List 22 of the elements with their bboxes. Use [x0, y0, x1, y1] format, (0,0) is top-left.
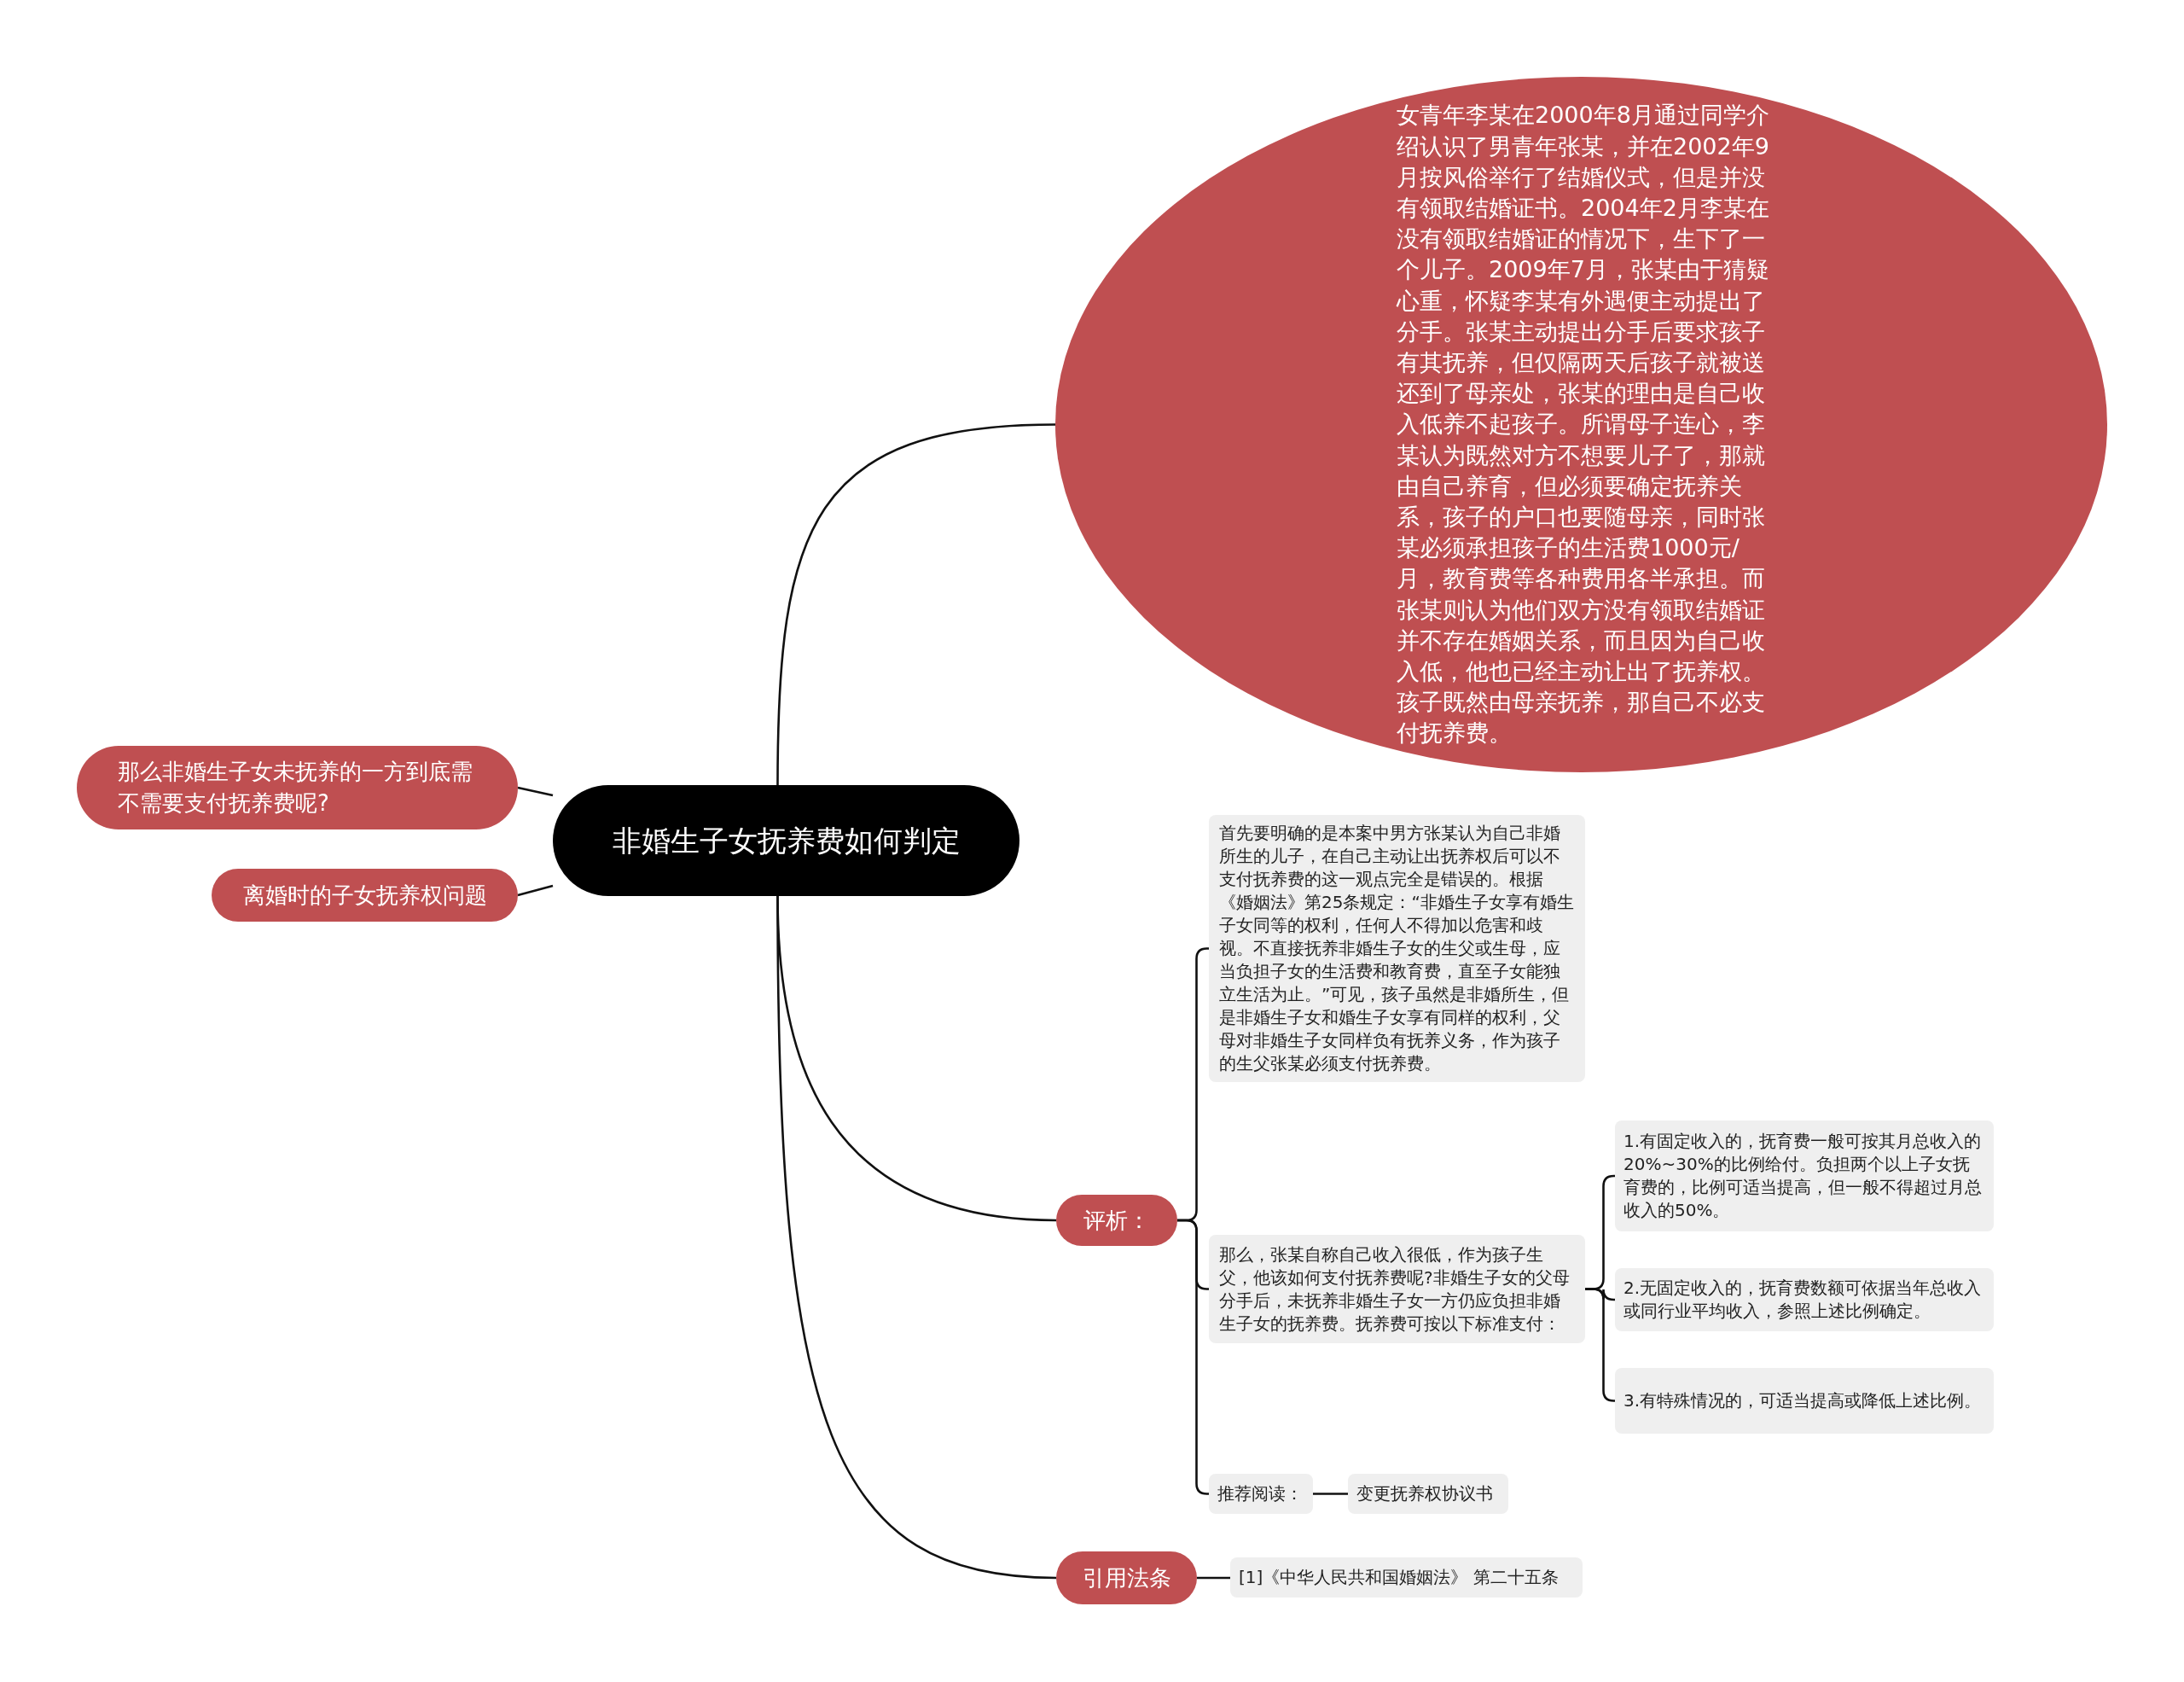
text-box: [1]《中华人民共和国婚姻法》 第二十五条 — [1230, 1557, 1583, 1598]
connector-line — [776, 896, 1057, 1580]
text-box: 那么，张某自称自己收入很低，作为孩子生父，他该如何支付抚养费呢?非婚生子女的父母分手后，未抚养非婚生子女一方仍应负担非婚生子女的抚养费。抚养费可按以下标准支付： — [1209, 1235, 1585, 1343]
topic-box: 那么非婚生子女未抚养的一方到底需不需要支付抚养费呢? — [77, 746, 518, 829]
text-box: 首先要明确的是本案中男方张某认为自己非婚所生的儿子，在自己主动让出抚养权后可以不支付抚养费的这一观点完全是错误的。根据《婚姻法》第25条规定：“非婚生子女享有婚生子女同等的权利，任何人不得加以危害和歧视。不直接抚养非婚生子女的生父或生母，应当负担子女的生活费和教育费，直至子女能独立生活为止。”可见，孩子虽然是非婚所生，但是非婚生子女和婚生子女享有同样的权利，父母对非婚生子女同样负有抚养义务，作为孩子的生父张某必须支付抚养费。 — [1209, 815, 1585, 1082]
text-box: 变更抚养权协议书 — [1348, 1474, 1508, 1514]
connector-line — [517, 884, 554, 897]
connector-line — [1585, 1288, 1616, 1402]
topic-box: 评析： — [1056, 1195, 1177, 1246]
topic-ellipse: 女青年李某在2000年8月通过同学介绍认识了男青年张某，并在2002年9月按风俗举行了结婚仪式，但是并没有领取结婚证书。2004年2月李某在没有领取结婚证的情况下，生下了一个儿子。2009年7月，张某由于猜疑心重，怀疑李某有外遇便主动提出了分手。张某主动提出分手后要求孩子有其抚养，但仅隔两天后孩子就被送还到了母亲处，张某的理由是自己收入低养不起孩子。所谓母子连心，李某认为既然对方不想要儿子了，那就由自己养育，但必须要确定抚养关系，孩子的户口也要随母亲，同时张某必须承担孩子的生活费1000元/月，教育费等各种费用各半承担。而张某则认为他们双方没有领取结婚证并不存在婚姻关系，而且因为自己收入低，他也已经主动让出了抚养权。孩子既然由母亲抚养，那自己不必支付抚养费。 — [1055, 77, 2107, 772]
central-topic: 非婚生子女抚养费如何判定 — [553, 785, 1019, 896]
connector-line — [1313, 1493, 1348, 1495]
connector-line — [1197, 1576, 1230, 1580]
text-box: 3.有特殊情况的，可适当提高或降低上述比例。 — [1615, 1368, 1994, 1434]
text-box: 2.无固定收入的，抚育费数额可依据当年总收入或同行业平均收入，参照上述比例确定。 — [1615, 1268, 1994, 1331]
topic-box: 引用法条 — [1056, 1551, 1197, 1604]
text-box: 1.有固定收入的，抚育费一般可按其月总收入的20%~30%的比例给付。负担两个以上子女抚育费的，比例可适当提高，但一般不得超过月总收入的50%。 — [1615, 1120, 1994, 1231]
connector-line — [1177, 1219, 1209, 1495]
connector-line — [776, 423, 1056, 785]
topic-box: 离婚时的子女抚养权问题 — [212, 869, 518, 922]
connector-line — [517, 786, 554, 797]
text-box: 推荐阅读： — [1209, 1474, 1313, 1514]
